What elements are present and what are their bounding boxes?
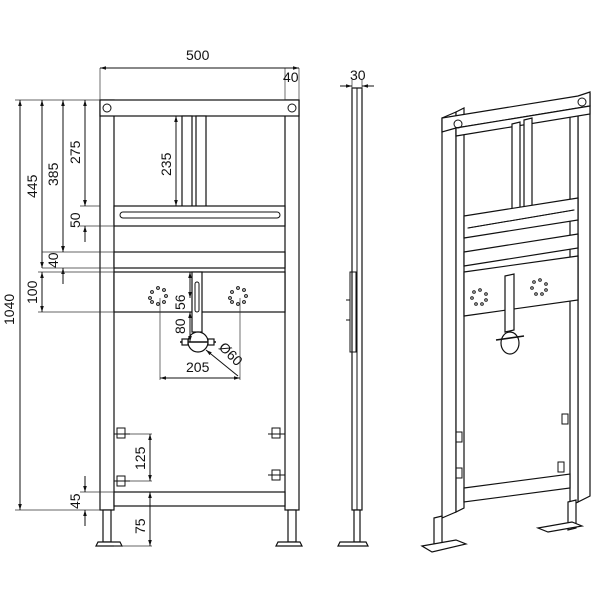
dim-385: 385 xyxy=(45,162,61,186)
right-post xyxy=(284,99,300,511)
side-leg xyxy=(353,509,361,543)
side-view: 30 xyxy=(337,67,374,547)
bottom-rail xyxy=(113,491,286,507)
pipe-clamp xyxy=(180,331,216,353)
left-foot xyxy=(95,541,123,547)
iso-left-foot xyxy=(420,539,468,553)
left-post xyxy=(99,99,115,511)
isometric-view xyxy=(420,91,591,553)
top-left-bolt xyxy=(102,103,112,113)
dim-100: 100 xyxy=(24,280,40,304)
left-hole-pattern xyxy=(148,286,168,306)
dim-diameter-60: Ø60 xyxy=(216,339,246,369)
right-hole-pattern xyxy=(228,286,248,306)
center-bar-left xyxy=(181,115,193,209)
dim-40-side: 40 xyxy=(283,69,299,85)
iso-slot-rail xyxy=(463,197,579,239)
dim-50: 50 xyxy=(67,212,83,228)
plate-profile xyxy=(191,271,203,333)
dim-1040: 1040 xyxy=(1,294,17,325)
slot-rail xyxy=(113,205,286,227)
slot xyxy=(119,211,281,219)
plate-slot xyxy=(194,281,200,313)
front-view: 500 40 1040 445 385 275 50 40 100 235 56 xyxy=(1,47,303,547)
iso-hole-patterns xyxy=(470,278,548,306)
side-foot xyxy=(337,541,369,547)
dim-80: 80 xyxy=(172,318,188,334)
right-foot xyxy=(275,541,303,547)
dim-45: 45 xyxy=(67,493,83,509)
dim-30: 30 xyxy=(350,67,366,83)
dim-205: 205 xyxy=(186,359,210,375)
center-bar-right xyxy=(195,115,207,209)
dim-75: 75 xyxy=(132,518,148,534)
dim-275: 275 xyxy=(67,140,83,164)
top-right-bolt xyxy=(287,103,297,113)
dim-500: 500 xyxy=(186,47,210,63)
mid-rail xyxy=(113,251,286,269)
iso-bottom-rail xyxy=(463,473,571,503)
fixing-brackets xyxy=(114,427,285,487)
dim-56: 56 xyxy=(172,294,188,310)
side-bracket xyxy=(349,271,357,353)
iso-right-foot xyxy=(535,521,585,533)
dim-40-rail: 40 xyxy=(45,252,61,268)
iso-mounting-plate xyxy=(463,255,579,317)
dim-445: 445 xyxy=(24,174,40,198)
iso-pipe-clamp xyxy=(495,331,525,355)
left-leg xyxy=(102,509,112,543)
top-rail xyxy=(99,99,300,117)
right-leg xyxy=(287,509,297,543)
dim-235: 235 xyxy=(158,152,174,176)
dim-125: 125 xyxy=(132,446,148,470)
